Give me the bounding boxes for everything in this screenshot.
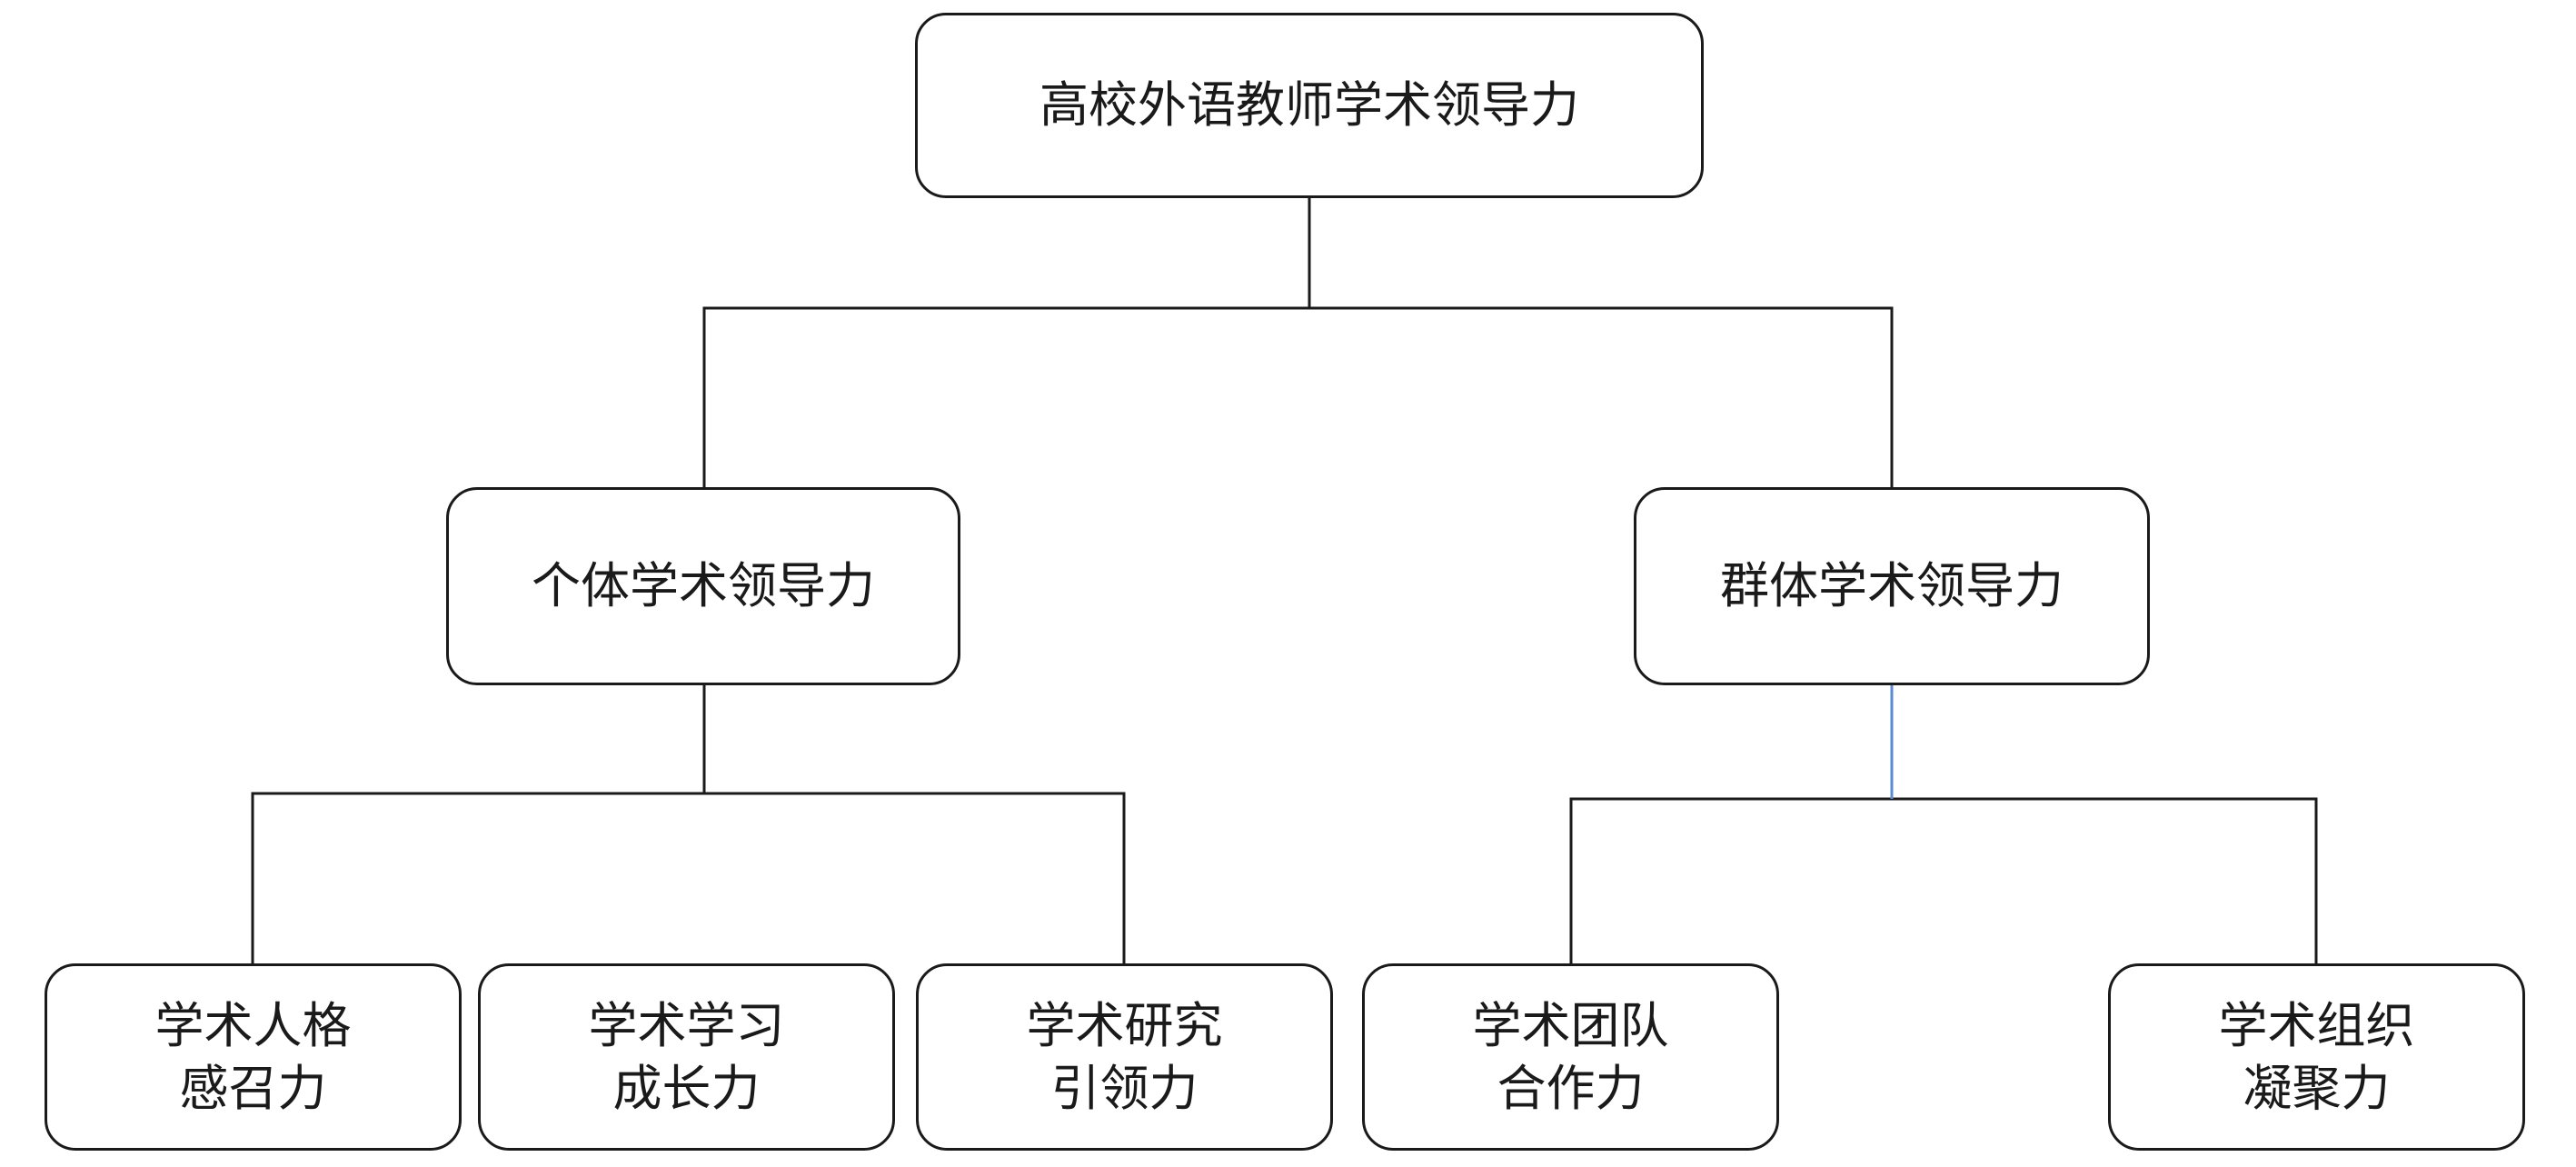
group-leadership-node: 群体学术领导力 bbox=[1634, 487, 2150, 685]
academic-personality-line2: 感召力 bbox=[179, 1060, 327, 1117]
academic-research-line1: 学术研究 bbox=[1026, 996, 1223, 1054]
academic-personality-node: 学术人格 感召力 bbox=[45, 963, 462, 1151]
individual-leadership-label: 个体学术领导力 bbox=[532, 557, 875, 615]
root-node: 高校外语教师学术领导力 bbox=[915, 13, 1704, 198]
academic-research-line2: 引领力 bbox=[1050, 1060, 1198, 1117]
academic-team-line2: 合作力 bbox=[1497, 1060, 1645, 1117]
academic-research-node: 学术研究 引领力 bbox=[916, 963, 1333, 1151]
academic-learning-line1: 学术学习 bbox=[588, 996, 785, 1054]
group-leadership-label: 群体学术领导力 bbox=[1720, 557, 2064, 615]
academic-team-line1: 学术团队 bbox=[1472, 996, 1669, 1054]
academic-learning-line2: 成长力 bbox=[612, 1060, 761, 1117]
root-label: 高校外语教师学术领导力 bbox=[1039, 76, 1579, 135]
academic-organization-line2: 凝聚力 bbox=[2243, 1060, 2391, 1117]
academic-organization-node: 学术组织 凝聚力 bbox=[2108, 963, 2525, 1151]
academic-organization-line1: 学术组织 bbox=[2218, 996, 2415, 1054]
academic-learning-node: 学术学习 成长力 bbox=[478, 963, 895, 1151]
individual-leadership-node: 个体学术领导力 bbox=[446, 487, 960, 685]
academic-team-node: 学术团队 合作力 bbox=[1362, 963, 1779, 1151]
academic-personality-line1: 学术人格 bbox=[154, 996, 352, 1054]
